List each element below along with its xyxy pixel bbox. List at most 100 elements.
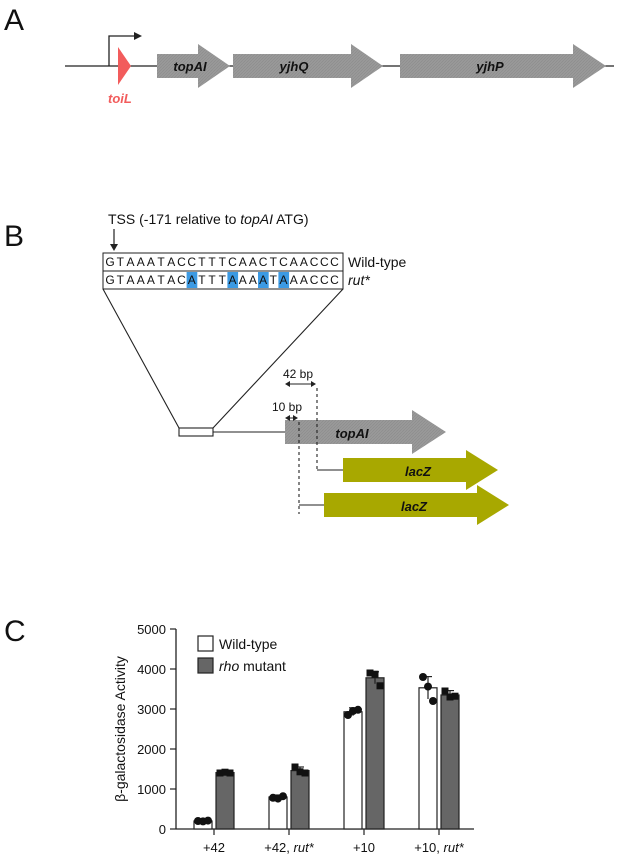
mutation-highlight [278,272,290,288]
mutation-highlight [227,272,239,288]
wild-type-row-label: Wild-type [348,254,407,270]
lacz-label-10bp: lacZ [401,499,428,514]
distance-label-42bp: 42 bp [283,367,313,381]
nucleotide: C [330,273,339,287]
data-point [366,669,374,677]
nucleotide: C [279,255,288,269]
y-tick-label: 0 [159,822,166,837]
gene-label-yjhp: yjhP [475,59,504,74]
distance-arrow-10bp [285,415,298,421]
nucleotide: A [147,273,155,287]
nucleotide: C [330,255,339,269]
x-tick-label: +42, rut* [264,840,314,855]
bar-rho-mutant [290,769,310,830]
gene-arrow-yjhq [233,44,383,88]
lacz-arrow-10bp [324,485,509,525]
nucleotide: T [157,273,165,287]
bar-wild-type [418,687,438,830]
toil-label: toiL [108,91,132,106]
gene-arrow-topai [157,44,230,88]
nucleotide: T [208,273,216,287]
nucleotide: T [117,255,125,269]
lacz-label-42bp: lacZ [405,464,432,479]
data-point [204,816,212,825]
bar-wild-type [343,711,363,830]
distance-label-10bp: 10 bp [272,400,302,414]
nucleotide: C [320,255,329,269]
gene-arrow-yjhp [400,44,606,88]
data-point [279,792,287,801]
nucleotide: A [167,255,175,269]
mutation-highlight [258,272,269,288]
data-point [376,682,384,690]
nucleotide: A [167,273,175,287]
panel-label-c: C [4,615,26,648]
nucleotide: A [147,255,155,269]
nucleotide: C [177,255,186,269]
nucleotide: A [249,273,257,287]
nucleotide: C [187,255,196,269]
data-point [371,670,379,678]
bar-rho-mutant [215,771,235,830]
bar-chart: β-galactosidase Activity 0 1000 2000 3000 40… [112,622,474,855]
nucleotide: C [177,273,186,287]
nucleotide: A [300,255,308,269]
nucleotide: A [249,255,257,269]
data-point [221,768,229,776]
y-tick-label: 1000 [137,782,166,797]
nucleotide: A [126,255,134,269]
nucleotide: A [137,255,145,269]
data-point [429,697,437,705]
data-point [296,768,304,776]
panel-label-b: B [4,220,24,253]
data-point [441,687,449,695]
nucleotide: A [279,273,287,287]
lacz-arrow-42bp [343,450,498,490]
bar-rho-mutant [365,677,385,830]
data-point [446,693,454,701]
nucleotide: A [126,273,134,287]
nucleotide: T [270,255,278,269]
nucleotide: A [300,273,308,287]
nucleotide: C [259,255,268,269]
nucleotide: T [270,273,278,287]
legend-swatch-wild-type [197,635,214,652]
promoter-arrow-icon [108,35,134,66]
x-tick-label: +42 [203,840,225,855]
data-point [419,673,427,681]
data-point [451,692,459,700]
gene-label-topai: topAI [173,59,207,74]
panel-a-genome-map: toiL topAI yjhQ yjhP [65,32,614,106]
data-point [291,763,299,771]
zoom-funnel [102,288,344,429]
data-point [301,769,309,777]
legend-label-wild-type: Wild-type [219,636,278,652]
x-axis-ticks: +42+42, rut*+10+10, rut* [203,829,465,855]
data-point [216,769,224,777]
nucleotide: T [208,255,216,269]
nucleotide: A [239,273,247,287]
nucleotide: C [310,255,319,269]
nucleotide: T [198,255,206,269]
gene-label-yjhq: yjhQ [279,59,309,74]
rut-row-label: rut* [348,272,370,288]
nucleotide: C [320,273,329,287]
nucleotide: T [198,273,206,287]
bar-series [193,669,460,830]
distance-arrow-42bp [285,381,316,387]
nucleotide: A [137,273,145,287]
y-tick-label: 2000 [137,742,166,757]
data-point [424,682,432,691]
nucleotide: T [117,273,125,287]
x-tick-label: +10, rut* [414,840,464,855]
y-tick-label: 4000 [137,662,166,677]
y-axis-label: β-galactosidase Activity [112,656,128,802]
rut-site-box [178,427,214,437]
y-tick-label: 3000 [137,702,166,717]
gene-label-topai-construct: topAI [335,426,369,441]
legend-swatch-rho [197,657,214,674]
